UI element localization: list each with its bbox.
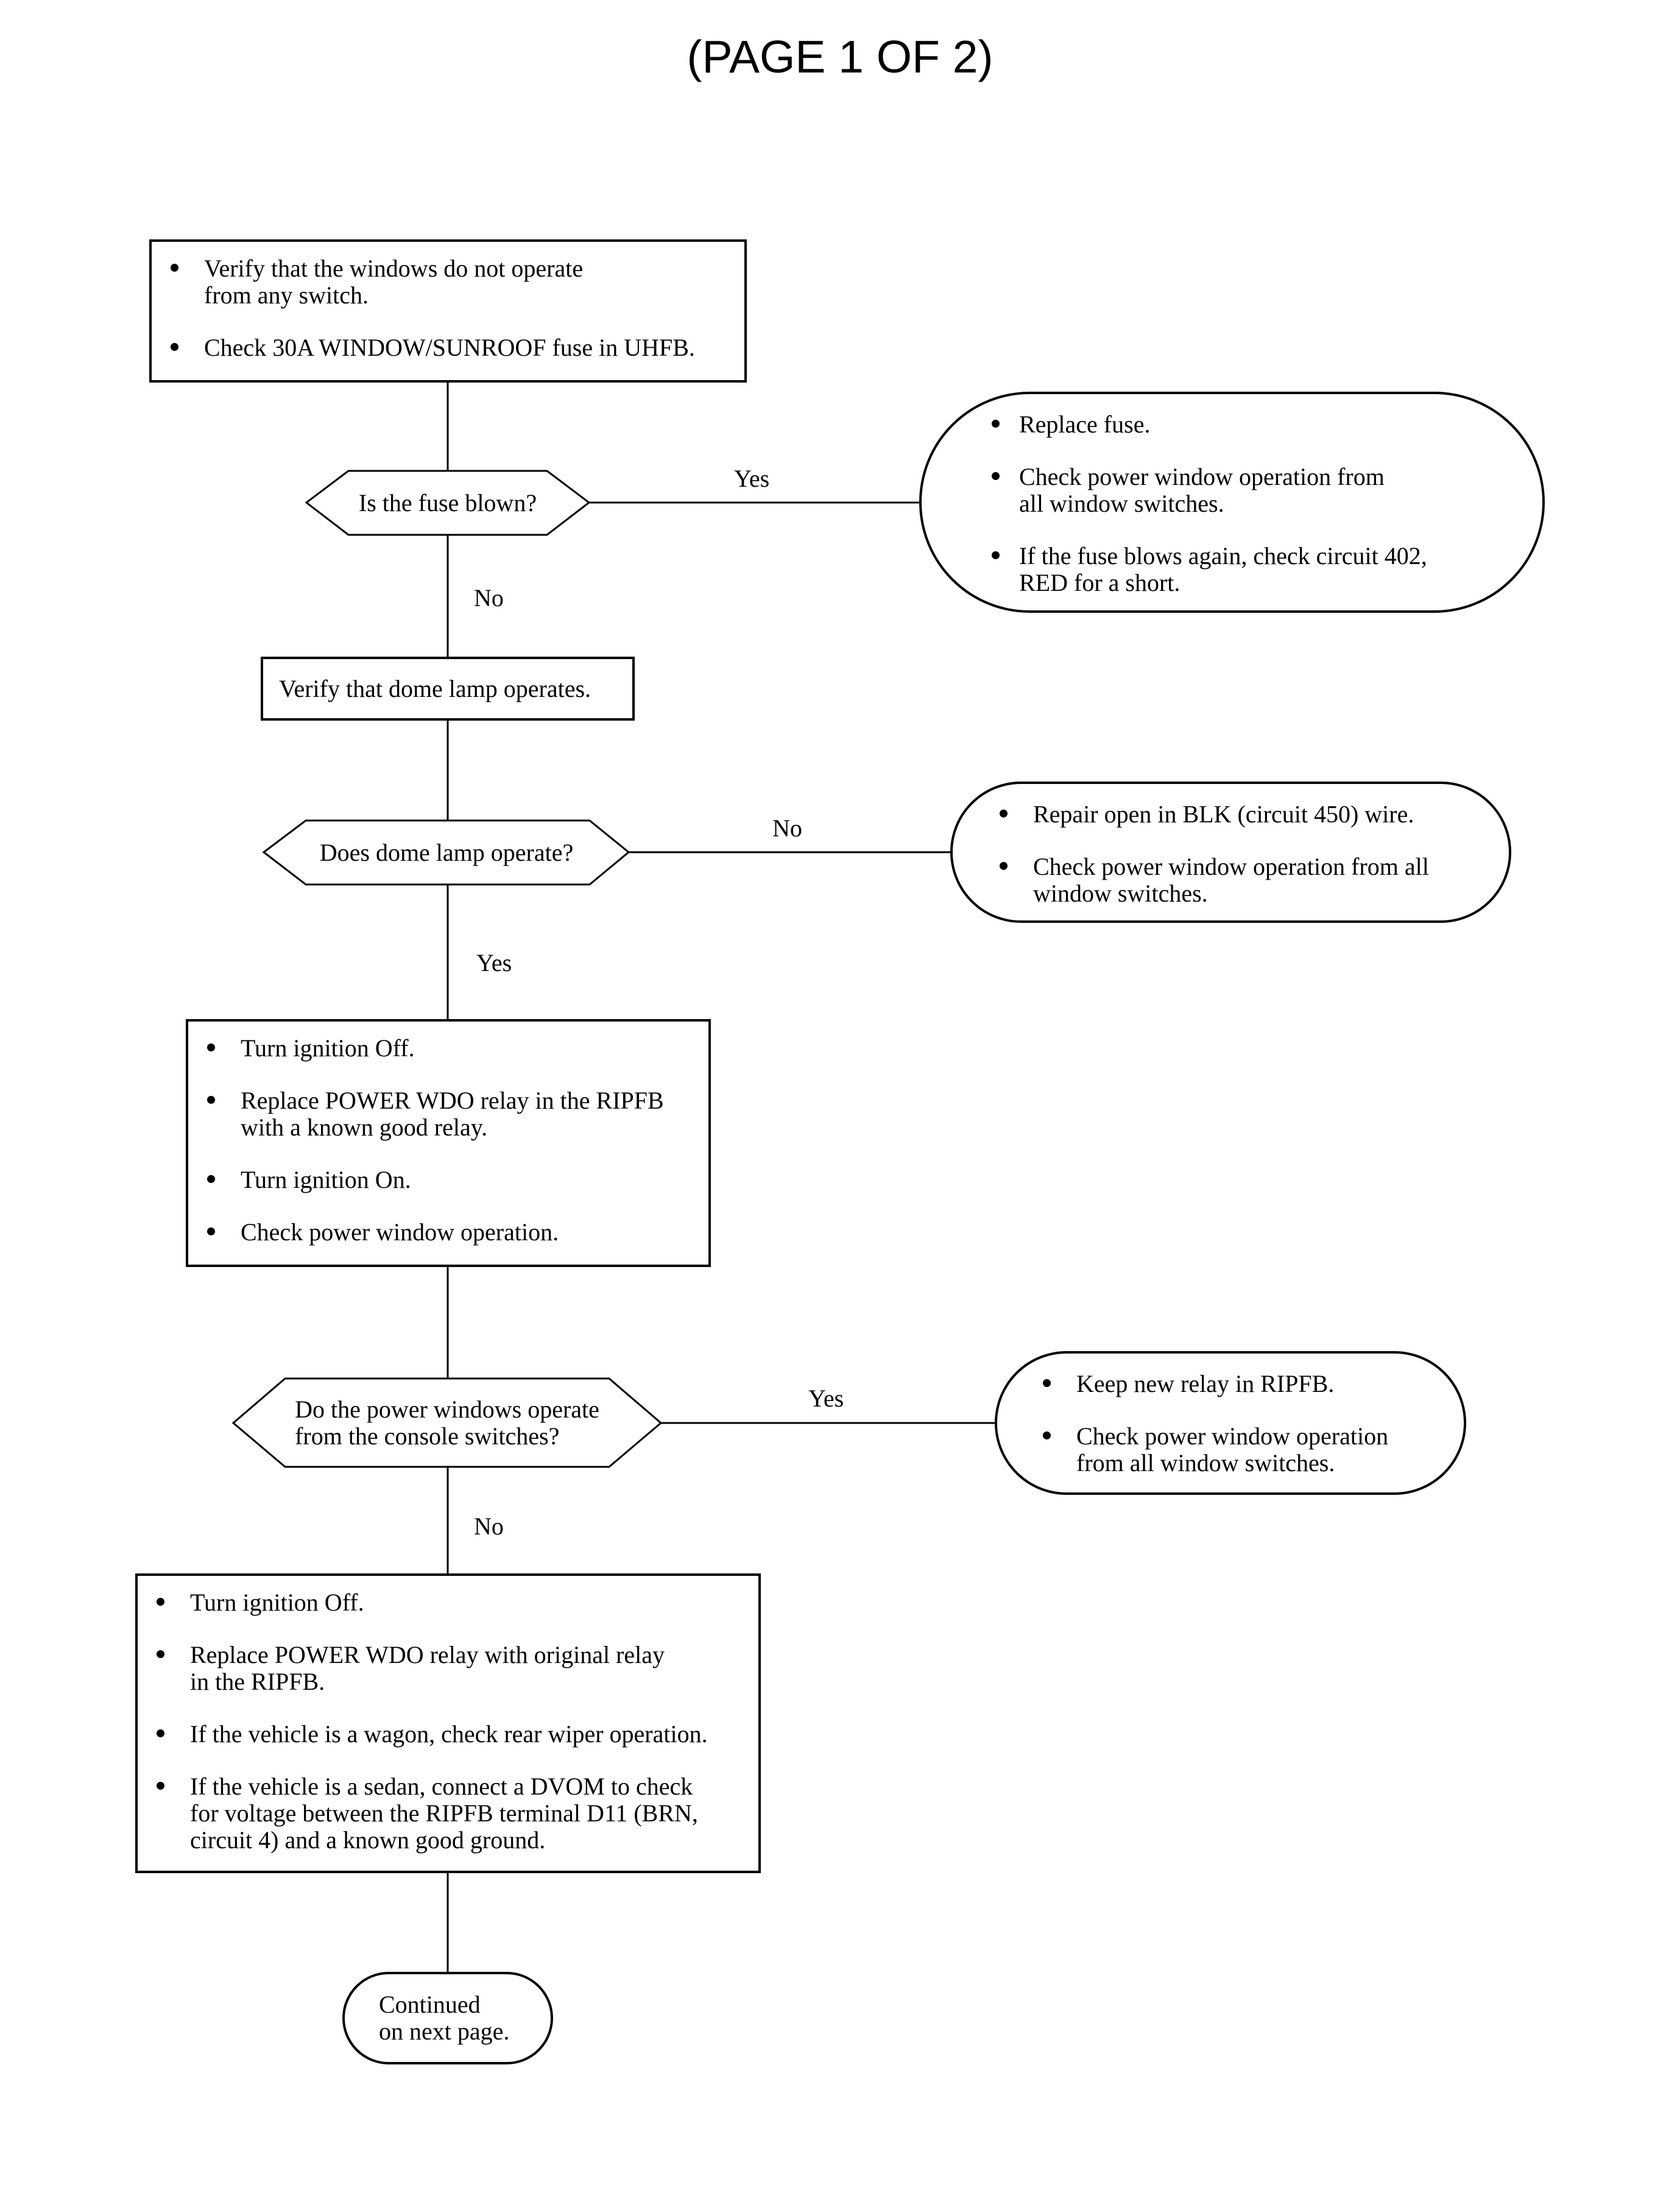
end-terminal-text: Continued on next page. [379, 1991, 510, 2045]
step-list: Turn ignition Off. Replace POWER WDO rel… [154, 1589, 741, 1854]
step-item: Replace POWER WDO relay in the RIPFB wit… [204, 1087, 691, 1141]
result-item: Replace fuse. [989, 411, 1518, 438]
end-terminal: Continued on next page. [342, 1972, 553, 2064]
label-no: No [772, 814, 802, 842]
step-item-text: Turn ignition Off. [190, 1589, 364, 1616]
label-yes: Yes [734, 465, 770, 492]
step-item-text: If the vehicle is a sedan, connect a DVO… [190, 1773, 698, 1854]
step-item: If the vehicle is a sedan, connect a DVO… [154, 1773, 741, 1854]
result-list: Keep new relay in RIPFB. Check power win… [1040, 1371, 1439, 1477]
result-list: Repair open in BLK (circuit 450) wire. C… [997, 801, 1484, 907]
step-item: Check 30A WINDOW/SUNROOF fuse in UHFB. [168, 334, 727, 361]
step-check-fuse: Verify that the windows do not operate f… [149, 239, 747, 383]
step-item: Check power window operation. [204, 1219, 691, 1246]
step-item: If the vehicle is a wagon, check rear wi… [154, 1721, 741, 1748]
result-item-text: Check power window operation from all wi… [1033, 853, 1429, 907]
step-item-text: Replace POWER WDO relay in the RIPFB wit… [241, 1087, 664, 1141]
step-item: Turn ignition On. [204, 1167, 691, 1193]
step-item-text: Verify that the windows do not operate f… [204, 255, 584, 309]
step-dome-lamp: Verify that dome lamp operates. [261, 657, 635, 721]
label-yes: Yes [808, 1385, 844, 1412]
page-title: (PAGE 1 OF 2) [686, 31, 994, 82]
decision-dome-lamp: Does dome lamp operate? [319, 838, 574, 866]
step-item: Verify that the windows do not operate f… [168, 255, 727, 309]
result-item-text: Keep new relay in RIPFB. [1076, 1370, 1335, 1397]
result-console: Keep new relay in RIPFB. Check power win… [995, 1351, 1466, 1495]
step-item-text: Replace POWER WDO relay with original re… [190, 1641, 665, 1695]
step-item-text: Turn ignition On. [241, 1166, 411, 1193]
result-item: Check power window operation from all wi… [997, 853, 1484, 907]
result-item: If the fuse blows again, check circuit 4… [989, 543, 1518, 596]
step-list: Verify that the windows do not operate f… [168, 255, 727, 361]
decision-console-shape [231, 1377, 663, 1468]
decision-console: Do the power windows operate from the co… [295, 1395, 599, 1450]
result-item: Check power window operation from all wi… [1040, 1423, 1439, 1477]
decision-fuse-blown: Is the fuse blown? [358, 489, 537, 517]
step-item-text: Turn ignition Off. [241, 1034, 415, 1062]
result-item-text: Check power window operation from all wi… [1019, 463, 1385, 517]
step-item: Turn ignition Off. [154, 1589, 741, 1616]
step-item-text: Check power window operation. [241, 1218, 559, 1246]
step-item-text: Check 30A WINDOW/SUNROOF fuse in UHFB. [204, 334, 695, 361]
label-no: No [474, 584, 504, 612]
step-original-relay: Turn ignition Off. Replace POWER WDO rel… [135, 1573, 761, 1873]
label-yes: Yes [476, 949, 512, 976]
result-item-text: Repair open in BLK (circuit 450) wire. [1033, 800, 1414, 828]
step-relay-swap: Turn ignition Off. Replace POWER WDO rel… [186, 1019, 711, 1267]
result-item-text: Replace fuse. [1019, 411, 1151, 438]
step-item: Replace POWER WDO relay with original re… [154, 1642, 741, 1695]
result-item-text: Check power window operation from all wi… [1076, 1422, 1389, 1477]
step-item: Turn ignition Off. [204, 1035, 691, 1062]
step-dome-lamp-text: Verify that dome lamp operates. [279, 674, 591, 702]
decision-dome-shape [262, 819, 630, 886]
step-item-text: If the vehicle is a wagon, check rear wi… [190, 1720, 708, 1748]
result-list: Replace fuse. Check power window operati… [989, 411, 1518, 596]
step-list: Turn ignition Off. Replace POWER WDO rel… [204, 1035, 691, 1246]
result-item-text: If the fuse blows again, check circuit 4… [1019, 542, 1427, 596]
decision-fuse-shape [305, 470, 591, 536]
result-dome-lamp: Repair open in BLK (circuit 450) wire. C… [950, 782, 1511, 923]
result-fuse-blown: Replace fuse. Check power window operati… [919, 392, 1545, 613]
result-item: Keep new relay in RIPFB. [1040, 1371, 1439, 1397]
result-item: Repair open in BLK (circuit 450) wire. [997, 801, 1484, 828]
label-no: No [474, 1513, 504, 1540]
result-item: Check power window operation from all wi… [989, 464, 1518, 517]
